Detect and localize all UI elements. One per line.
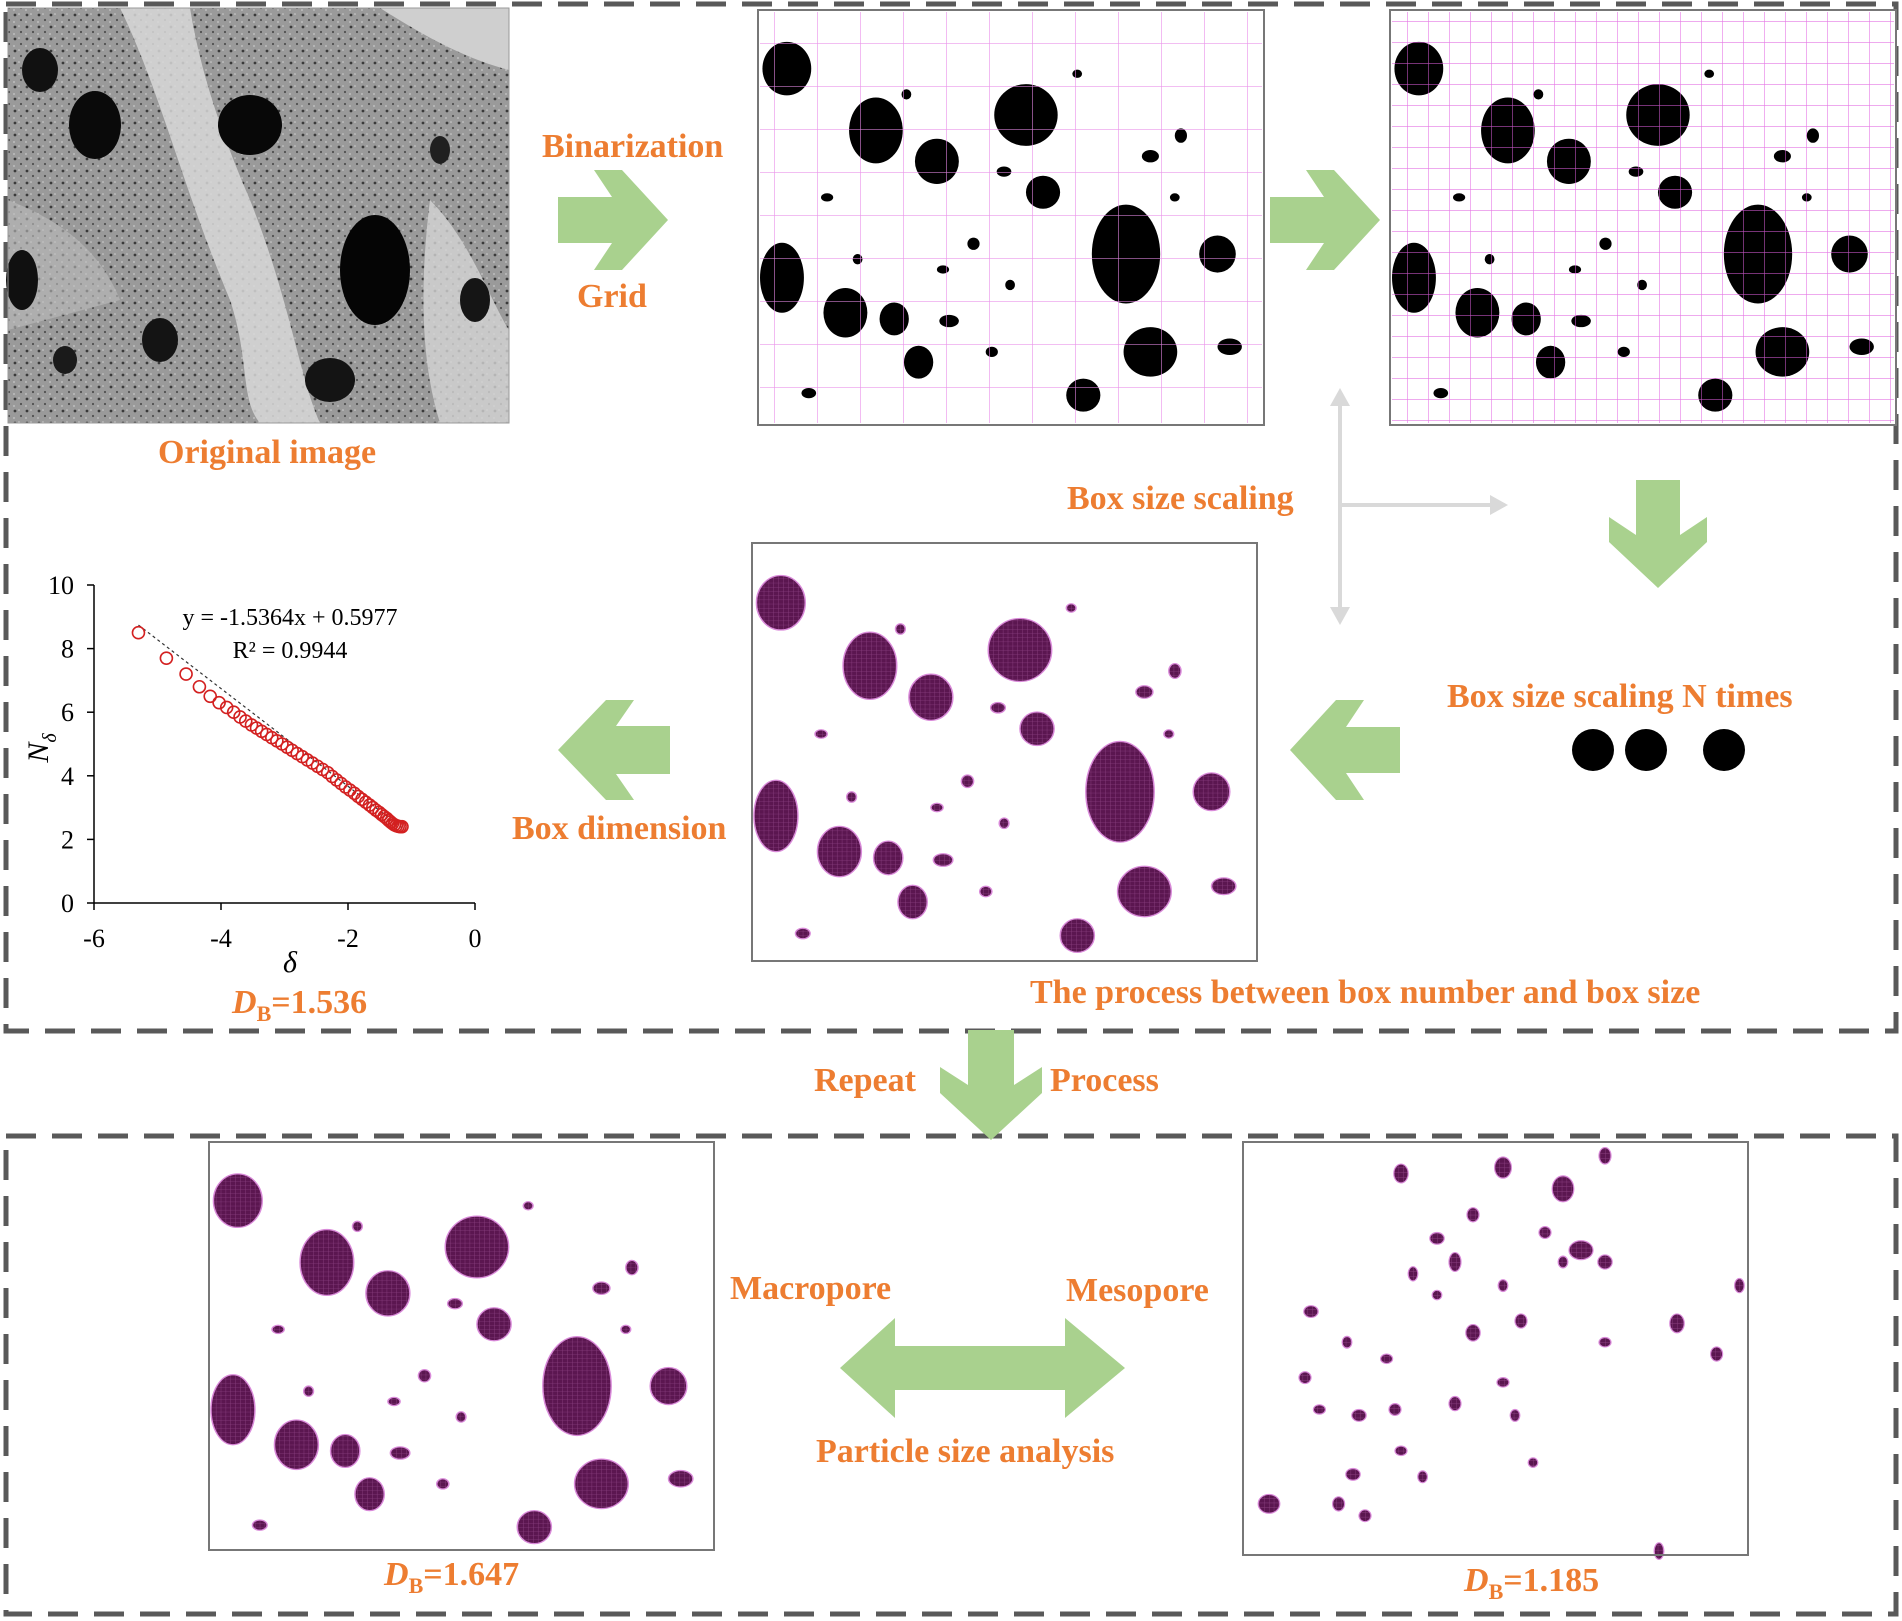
arrow-right-binarization (558, 170, 668, 270)
db-value-macropore: =1.647 (423, 1556, 520, 1593)
db-value-main: =1.536 (271, 984, 368, 1021)
chart-data-point (179, 667, 193, 681)
chart-y-axis-label: Nδ (22, 733, 61, 764)
db-result-main: DB=1.536 (232, 986, 367, 1025)
label-box-dimension: Box dimension (512, 810, 727, 847)
chart-equation: y = -1.5364x + 0.5977 (182, 605, 397, 631)
label-mesopore: Mesopore (1066, 1272, 1209, 1309)
original-sem-image (6, 7, 510, 424)
chart-data-point (219, 700, 234, 715)
chart-data-point (395, 819, 409, 834)
label-macropore: Macropore (730, 1270, 892, 1307)
macropore-image (208, 1141, 715, 1551)
chart-data-point (192, 679, 207, 694)
arrow-left-to-boxes (1290, 700, 1400, 800)
chart-y-tick-label: 10 (48, 571, 74, 600)
mesopore-image (1242, 1141, 1749, 1560)
chart-x-tick-label: -2 (337, 924, 359, 953)
chart-data-point (320, 765, 335, 780)
db-result-macropore: DB=1.647 (384, 1558, 519, 1597)
chart-data-point (212, 695, 226, 710)
label-process-caption: The process between box number and box s… (1030, 974, 1701, 1011)
box-counted-pore-image (751, 542, 1258, 962)
scaled-grid-image (1389, 9, 1897, 426)
chart-x-tick-label: -6 (83, 924, 105, 953)
db-result-mesopore: DB=1.185 (1464, 1564, 1599, 1603)
chart-x-axis-label: δ (283, 946, 298, 979)
chart-y-tick-label: 2 (61, 825, 74, 854)
binarized-grid-image (757, 9, 1265, 426)
arrow-right-scaling (1270, 170, 1380, 270)
box-counting-scatter-chart: 0 2 4 6 8 10 -6 -4 -2 0 y = -1.5364x + 0.5977 R²… (22, 571, 482, 979)
label-original-image: Original image (158, 434, 377, 471)
upper-dashed-frame (3, 1, 1899, 1034)
arrow-left-box-dimension (558, 700, 670, 800)
grey-scaling-arrows (1330, 388, 1508, 625)
chart-data-point (131, 625, 146, 640)
db-symbol: D (384, 1556, 409, 1593)
chart-y-tick-label: 8 (61, 635, 74, 664)
db-subscript: B (408, 1572, 424, 1598)
chart-x-tick-label: -4 (210, 924, 232, 953)
chart-y-tick-label: 4 (61, 762, 74, 791)
double-arrow-particle-size (840, 1318, 1125, 1418)
chart-r-squared: R² = 0.9944 (233, 638, 348, 664)
arrow-down-scaling (1609, 480, 1707, 588)
chart-y-tick-label: 0 (61, 889, 74, 918)
db-symbol: D (232, 984, 257, 1021)
chart-data-point (334, 776, 348, 791)
chart-y-axis-label-subscript: δ (39, 733, 61, 743)
db-value-mesopore: =1.185 (1503, 1562, 1600, 1599)
db-subscript: B (256, 1000, 272, 1026)
label-binarization: Binarization (542, 128, 724, 165)
lower-dashed-frame (3, 1133, 1899, 1617)
ellipsis-dots (1572, 729, 1745, 771)
db-subscript: B (1488, 1578, 1504, 1604)
chart-data-point (159, 651, 174, 665)
label-box-size-scaling-n-times: Box size scaling N times (1447, 678, 1793, 715)
chart-data-point (203, 689, 218, 704)
label-repeat: Repeat (814, 1062, 916, 1099)
db-symbol: D (1464, 1562, 1489, 1599)
label-grid: Grid (577, 278, 647, 315)
chart-y-tick-label: 6 (61, 698, 74, 727)
label-particle-size-analysis: Particle size analysis (816, 1433, 1115, 1470)
chart-x-tick-label: 0 (469, 924, 482, 953)
chart-data-point (325, 769, 339, 784)
arrow-down-repeat (940, 1030, 1042, 1140)
chart-data-point (329, 773, 344, 787)
label-process: Process (1050, 1062, 1159, 1099)
label-box-size-scaling: Box size scaling (1067, 480, 1294, 517)
